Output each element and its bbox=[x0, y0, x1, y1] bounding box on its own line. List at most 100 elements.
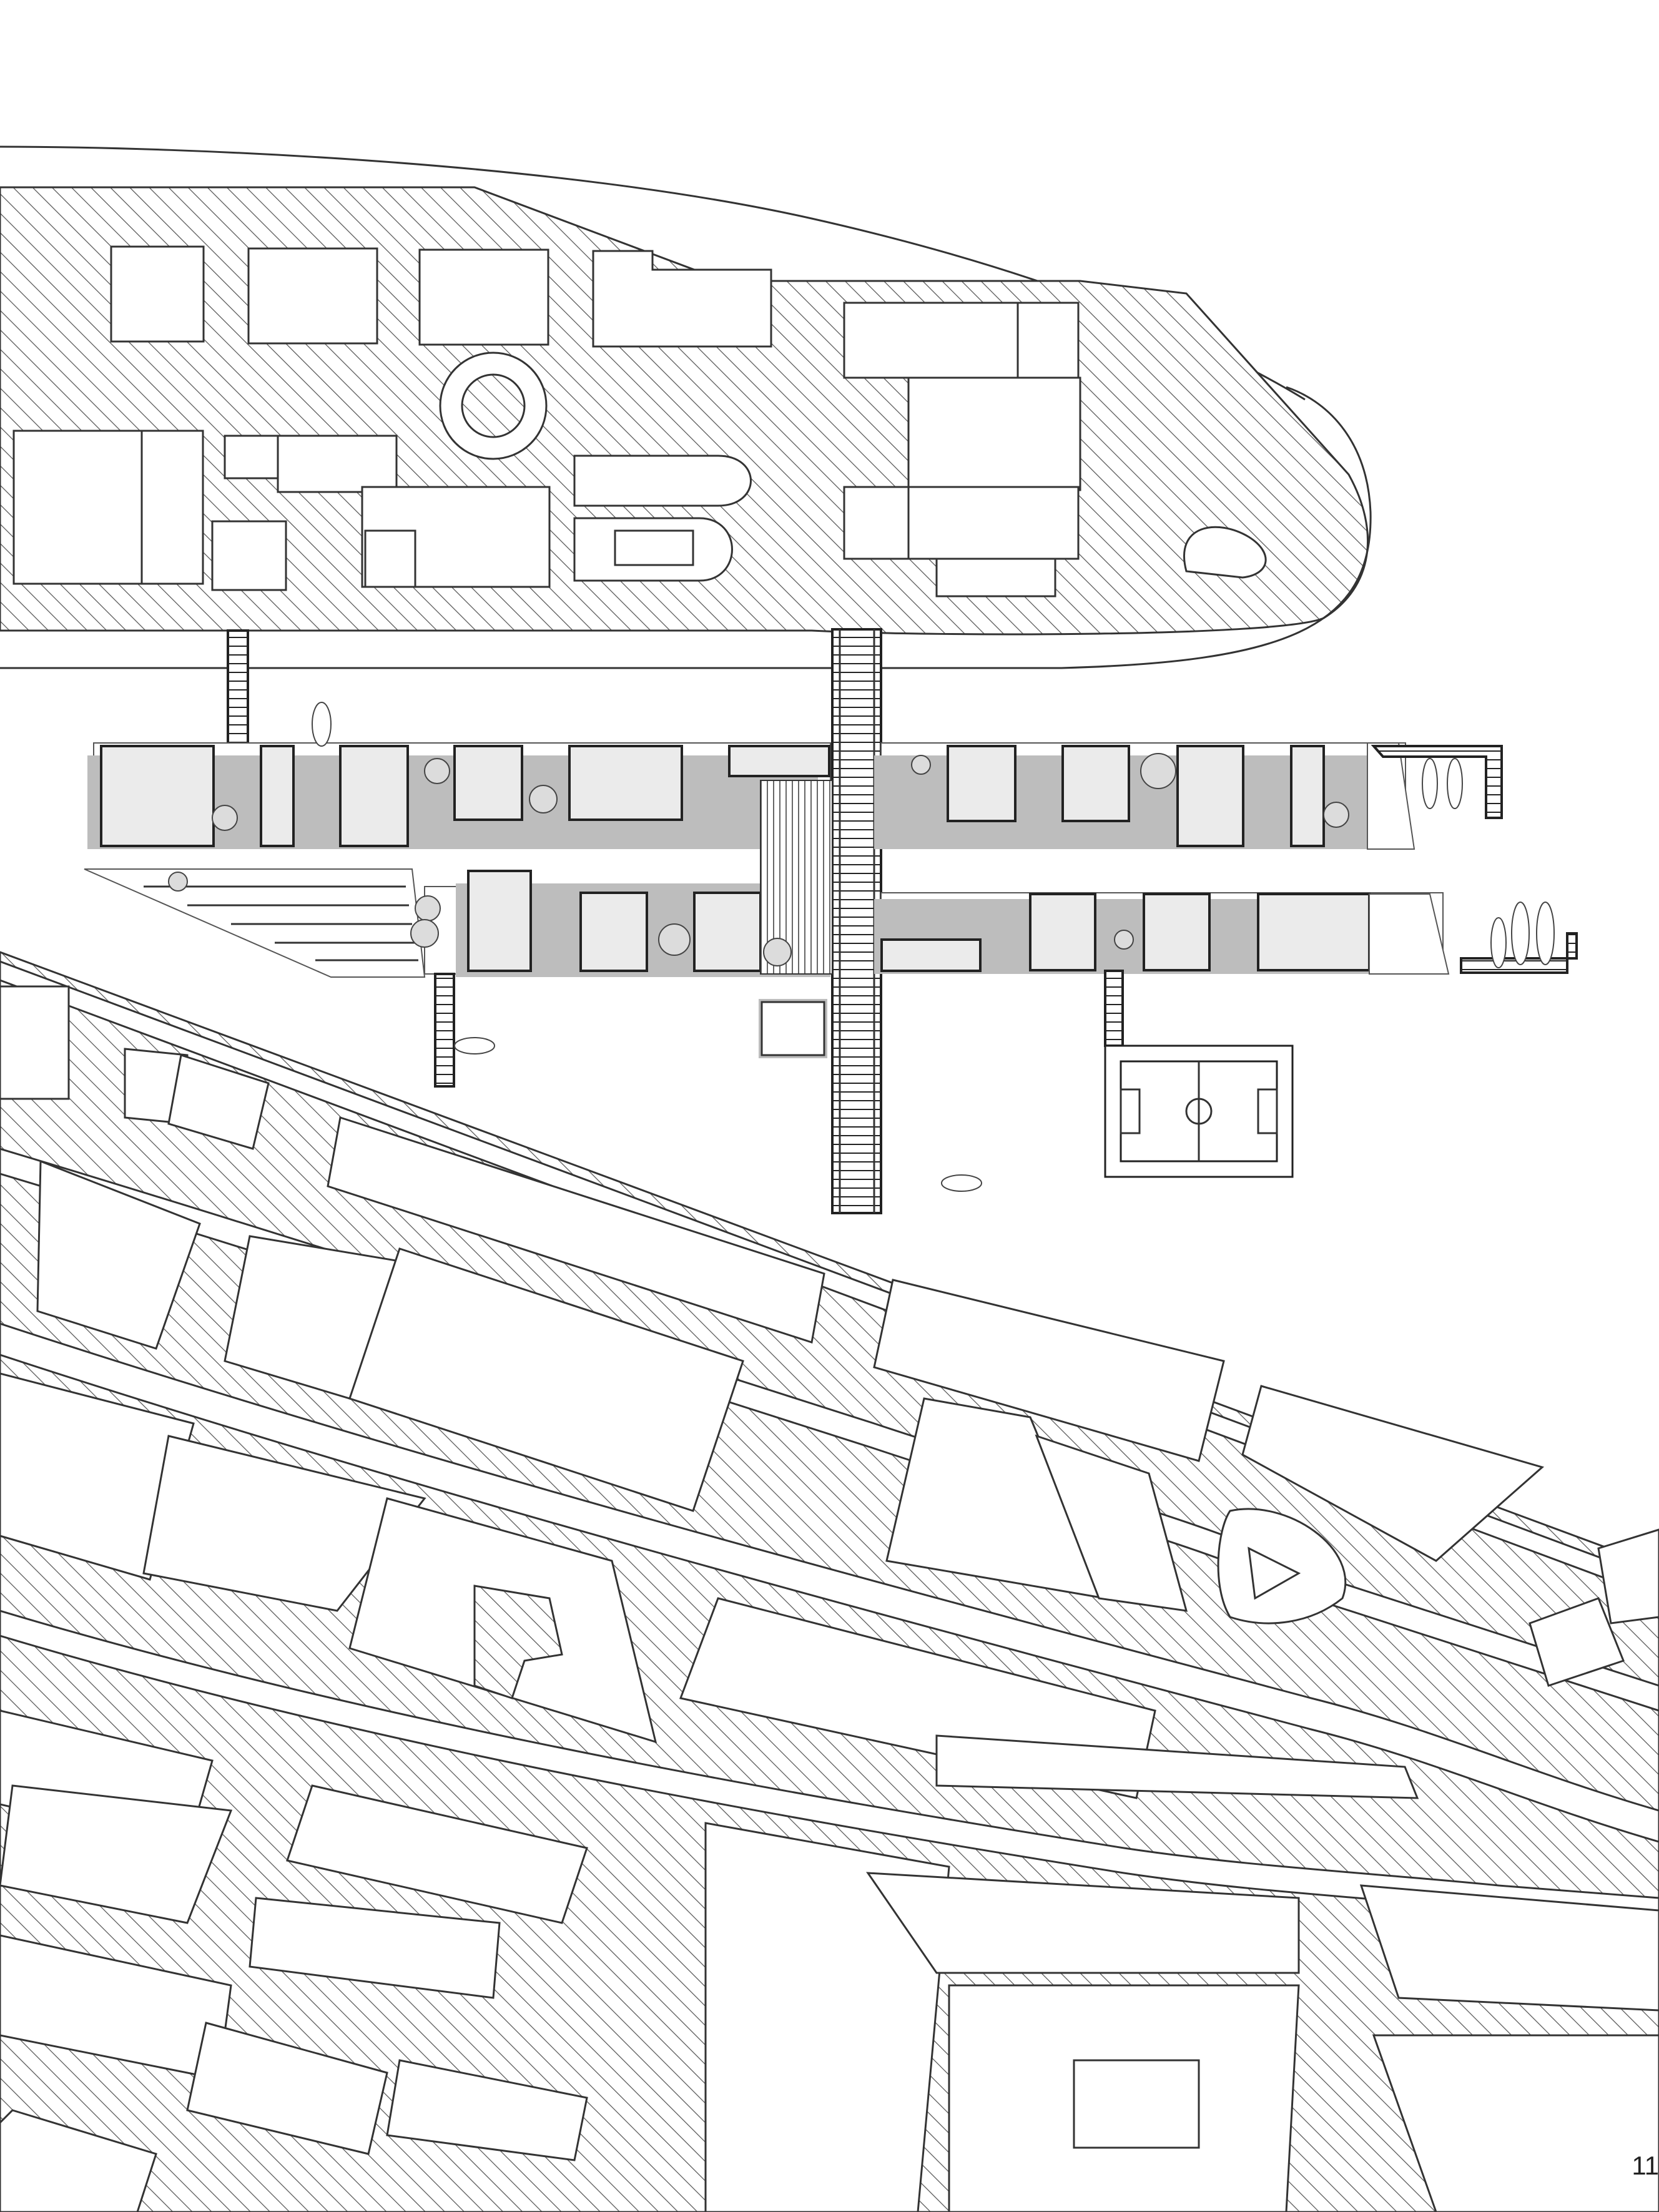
floating-house bbox=[1257, 893, 1371, 971]
teardrop-island bbox=[1183, 526, 1267, 579]
triangle-island bbox=[1248, 1546, 1301, 1600]
floating-houses-south-row bbox=[84, 780, 1450, 1088]
north-building bbox=[935, 558, 1056, 597]
floating-house bbox=[453, 745, 523, 821]
north-building bbox=[364, 529, 416, 588]
tree bbox=[168, 872, 188, 892]
pavilion bbox=[761, 1001, 825, 1056]
north-building bbox=[211, 520, 287, 591]
city-building bbox=[1241, 1385, 1545, 1562]
floating-house bbox=[728, 745, 830, 777]
city-building bbox=[704, 1822, 950, 2212]
boat bbox=[454, 1037, 495, 1054]
south-footbridge bbox=[434, 973, 455, 1088]
page-number: 11 bbox=[1632, 2151, 1659, 2180]
north-peninsula bbox=[0, 145, 1372, 669]
east-dock-north bbox=[1371, 745, 1503, 819]
city-building bbox=[0, 1372, 195, 1581]
north-building bbox=[277, 435, 398, 493]
floating-houses-north-row bbox=[87, 742, 1415, 850]
floating-house bbox=[1143, 893, 1211, 971]
boat bbox=[1511, 902, 1530, 965]
tree bbox=[424, 758, 450, 784]
north-building bbox=[12, 430, 143, 585]
city-building bbox=[186, 2022, 388, 2155]
boat bbox=[1422, 758, 1438, 809]
north-building bbox=[418, 248, 549, 346]
city-building bbox=[866, 1872, 1300, 1974]
tree bbox=[1140, 753, 1176, 789]
city-building bbox=[249, 1897, 501, 1999]
roundabout-island bbox=[461, 373, 526, 438]
city-building bbox=[0, 2109, 157, 2212]
terrace-steps bbox=[144, 885, 418, 961]
north-building bbox=[224, 435, 282, 479]
football-pitch bbox=[1104, 1045, 1294, 1178]
north-building bbox=[843, 302, 1080, 379]
dock-ramp bbox=[1367, 742, 1415, 850]
floating-house bbox=[1061, 745, 1130, 822]
floating-house bbox=[467, 870, 532, 972]
floating-house bbox=[568, 745, 683, 821]
city-building bbox=[935, 1734, 1419, 1799]
floating-house bbox=[693, 892, 762, 972]
floating-house bbox=[947, 745, 1017, 822]
city-building bbox=[386, 2059, 588, 2161]
city-building bbox=[0, 985, 70, 1100]
boat bbox=[1536, 902, 1555, 965]
north-building bbox=[110, 245, 205, 343]
tree bbox=[911, 755, 931, 775]
boat bbox=[312, 702, 332, 747]
city-building bbox=[1359, 1884, 1659, 2012]
floating-house bbox=[100, 745, 215, 847]
floating-house bbox=[1176, 745, 1244, 847]
tree bbox=[763, 938, 792, 966]
dock-ramp bbox=[1369, 893, 1450, 975]
floating-house bbox=[880, 938, 982, 972]
north-footbridge bbox=[227, 629, 249, 747]
penalty-area bbox=[1257, 1088, 1278, 1134]
tree bbox=[212, 805, 238, 831]
north-building bbox=[843, 486, 1080, 560]
pedestrian-bridge bbox=[227, 628, 882, 1214]
city-building bbox=[142, 1435, 426, 1612]
city-building bbox=[0, 1784, 233, 1924]
floating-house bbox=[1290, 745, 1325, 847]
floating-house bbox=[339, 745, 409, 847]
city-building bbox=[286, 1784, 588, 1924]
tree bbox=[658, 923, 691, 956]
north-building bbox=[907, 376, 1081, 491]
city-building bbox=[1529, 1597, 1625, 1687]
city-building bbox=[1035, 1434, 1188, 1612]
trees bbox=[168, 753, 1349, 966]
city-building bbox=[348, 1247, 744, 1512]
city-building bbox=[167, 1054, 270, 1150]
tree bbox=[410, 919, 439, 948]
boats bbox=[312, 702, 1555, 1192]
city-building bbox=[36, 1159, 201, 1350]
city-building bbox=[873, 1279, 1225, 1462]
center-circle bbox=[1185, 1098, 1213, 1125]
city-building bbox=[1073, 2059, 1200, 2149]
city-building bbox=[1372, 2034, 1659, 2212]
floating-house bbox=[579, 892, 648, 972]
pitch-footbridge bbox=[1104, 970, 1124, 1047]
tree bbox=[1323, 802, 1349, 828]
tree bbox=[1114, 930, 1134, 950]
boat bbox=[941, 1174, 982, 1192]
floating-house bbox=[1029, 893, 1096, 971]
city-road bbox=[0, 1610, 1659, 1924]
floating-house bbox=[260, 745, 295, 847]
boat bbox=[1490, 917, 1507, 968]
north-building bbox=[592, 250, 772, 348]
city-road bbox=[0, 1322, 1659, 1843]
tree bbox=[529, 785, 558, 814]
north-building bbox=[614, 529, 694, 566]
city-building bbox=[1597, 1528, 1659, 1625]
north-building bbox=[247, 247, 378, 345]
courtyard bbox=[473, 1585, 563, 1699]
north-building bbox=[140, 430, 204, 585]
south-city bbox=[0, 951, 1659, 2212]
tree bbox=[415, 895, 441, 922]
